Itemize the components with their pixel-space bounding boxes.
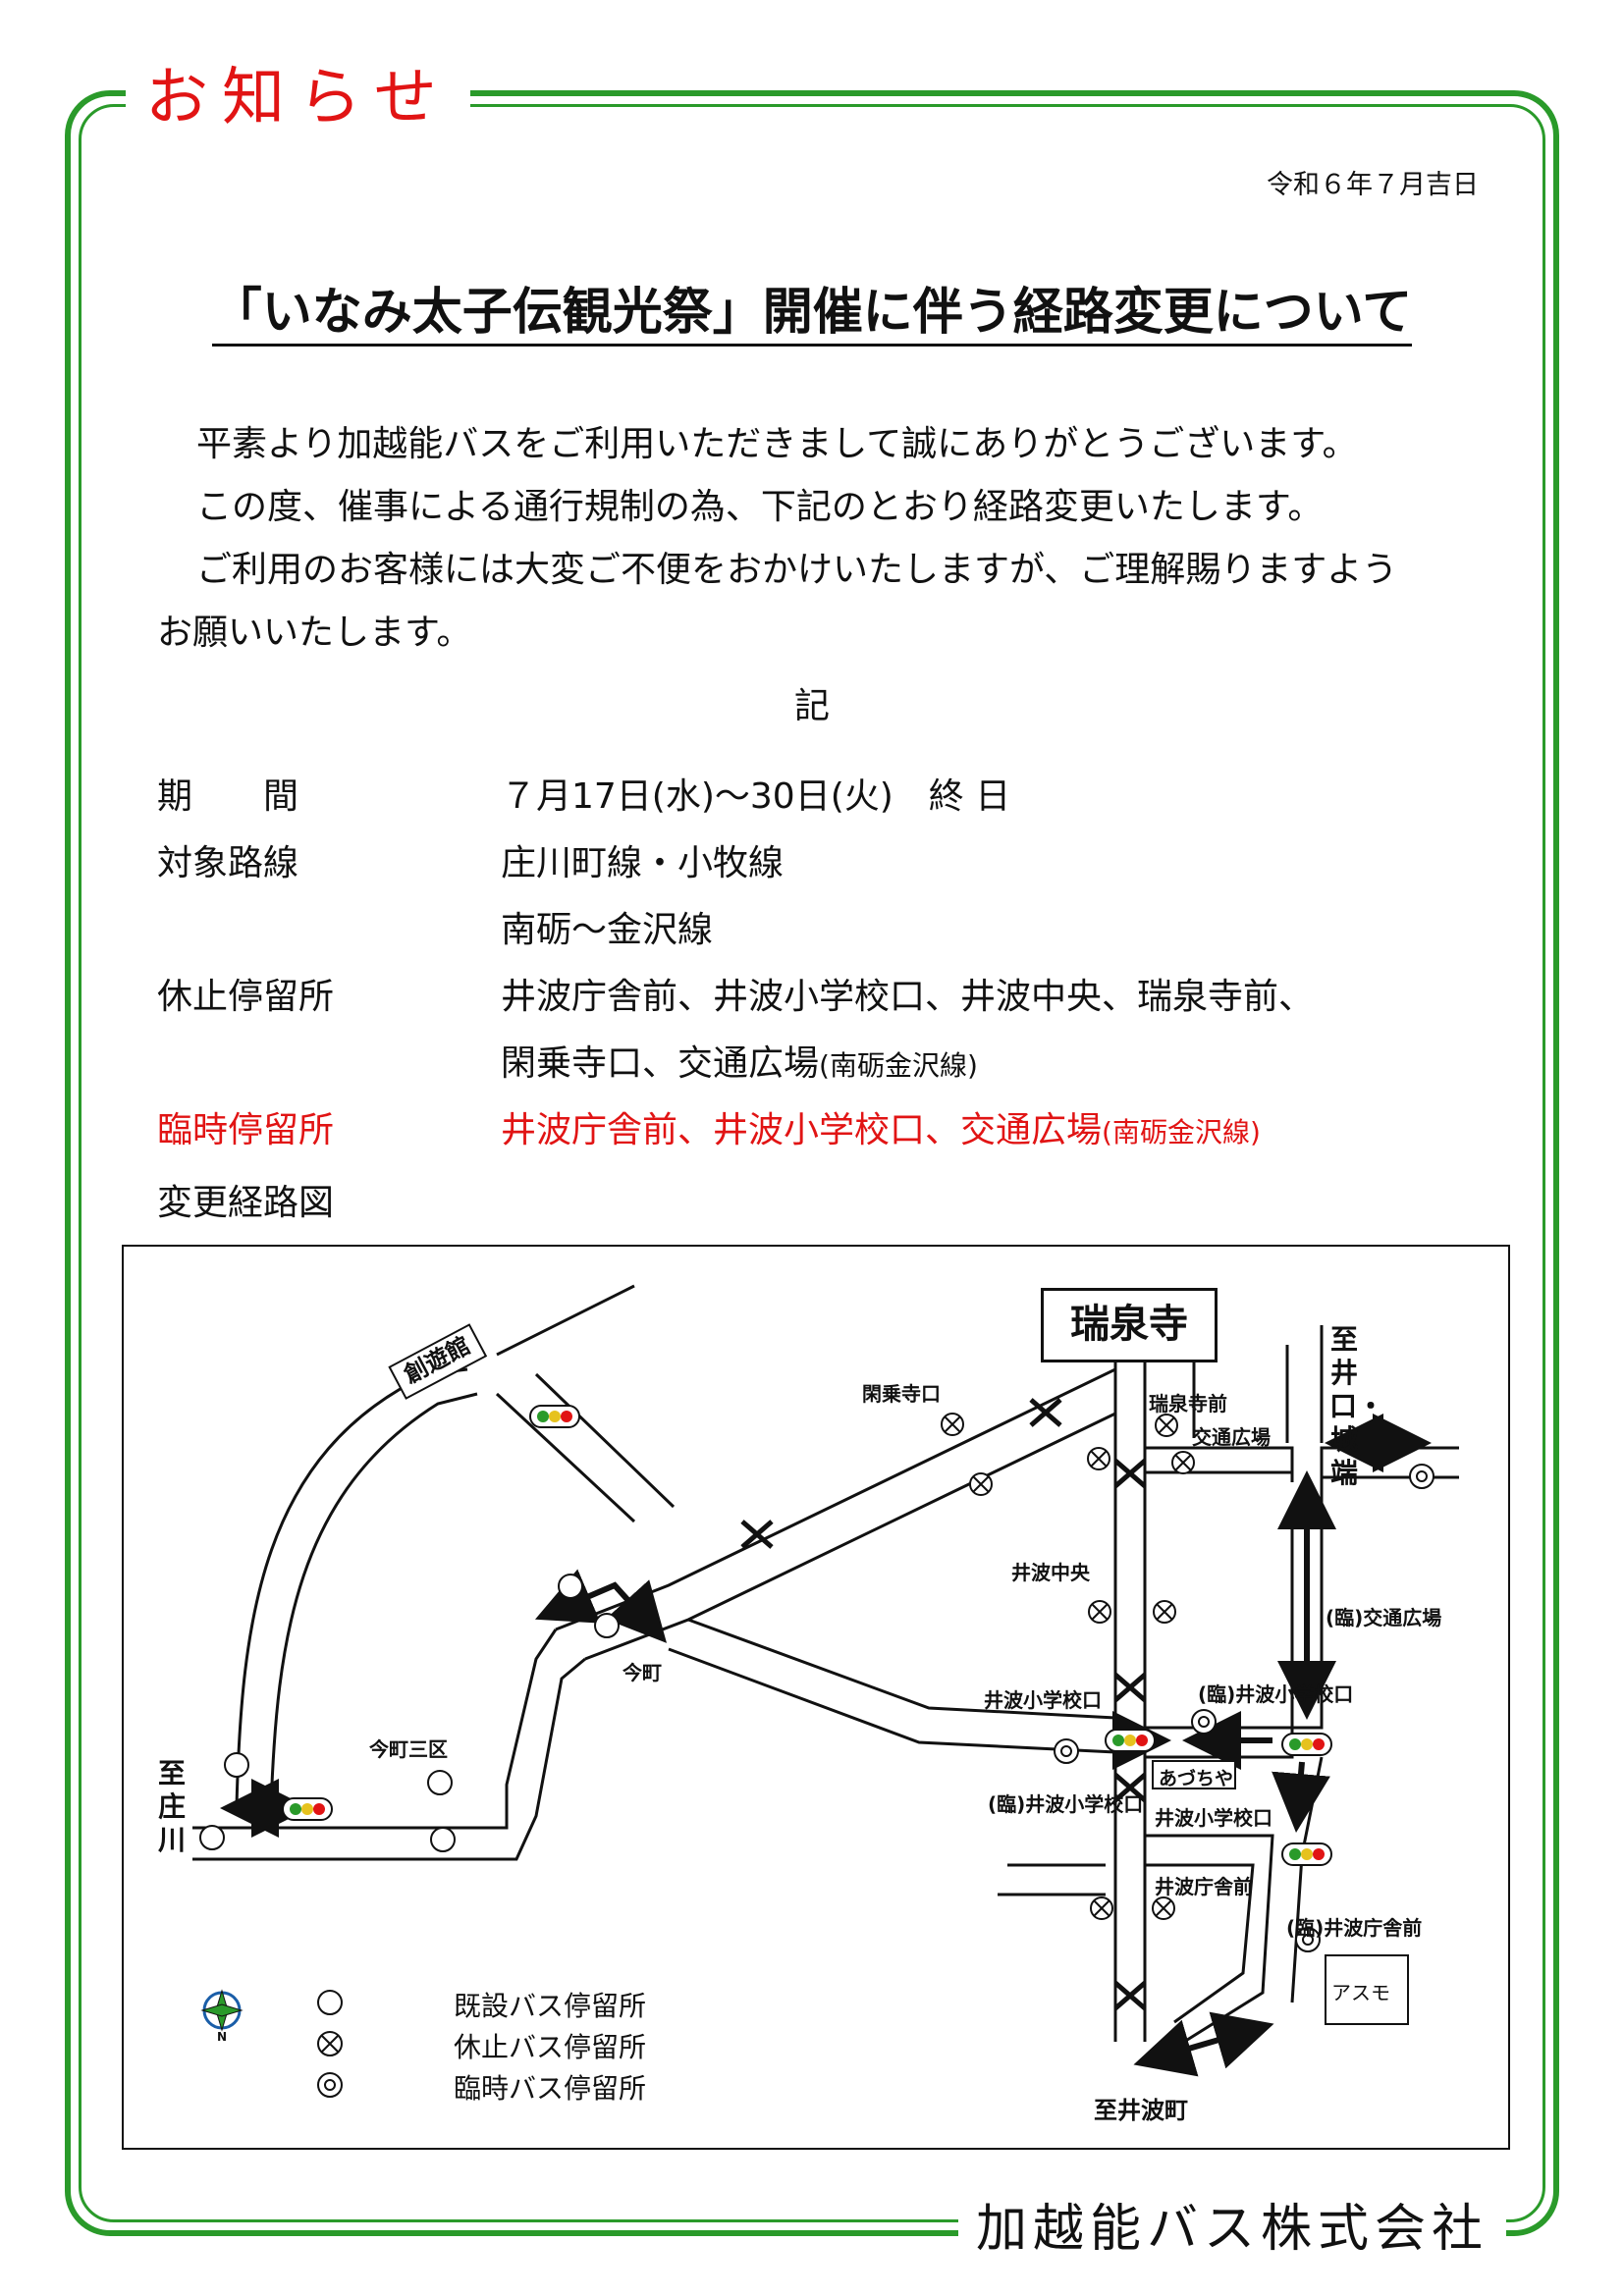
asumo-label: アスモ: [1331, 1981, 1390, 2004]
zuisenji-mae-label: 瑞泉寺前: [1149, 1392, 1227, 1415]
azuchiya-label: あづちや: [1159, 1768, 1234, 1789]
ki-mark: 記: [793, 686, 830, 726]
to-inami-label: 至井波町: [1094, 2097, 1188, 2124]
paragraph-2: この度、催事による通行規制の為、下記のとおり経路変更いたします。: [196, 487, 1324, 527]
issue-date: 令和６年７月吉日: [1267, 170, 1479, 200]
notice-title: 「いなみ太子伝観光祭」開催に伴う経路変更について: [0, 271, 1624, 347]
route-map-label: 変更経路図: [157, 1183, 335, 1223]
routes-label: 対象路線: [157, 843, 299, 883]
kanjoji-label: 閑乗寺口: [862, 1382, 941, 1406]
kotsu-hiroba-label: 交通広場: [1192, 1425, 1271, 1449]
paragraph-1: 平素より加越能バスをご利用いただきまして誠にありがとうございます。: [196, 424, 1358, 464]
rinji-chosha-mae-label: (臨)井波庁舎前: [1286, 1916, 1423, 1940]
closed-stops-value-2-text: 閑乗寺口、交通広場: [501, 1043, 820, 1084]
temp-stops-value: 井波庁舎前、井波小学校口、交通広場(南砺金沢線): [501, 1101, 1261, 1152]
shogakko-guchi-2-label: 井波小学校口: [1155, 1806, 1272, 1830]
existing-stops: [199, 1574, 620, 1852]
temp-stops-value-text: 井波庁舎前、井波小学校口、交通広場: [501, 1110, 1103, 1150]
compass-n-label: N: [217, 2030, 228, 2044]
legend-existing-label: 既設バス停留所: [454, 1990, 647, 2022]
route-map-drawing: [192, 1284, 1459, 2098]
imamachi-label: 今町: [623, 1661, 662, 1684]
legend-symbols: [317, 1990, 343, 2098]
asumo-building: [1325, 1954, 1409, 2025]
chosha-mae-label: 井波庁舎前: [1155, 1875, 1253, 1898]
paragraph-3b: お願いいたします。: [157, 613, 472, 653]
period-value: ７月17日(水)～30日(火) 終 日: [501, 776, 1011, 817]
period-label: 期 間: [157, 776, 299, 817]
compass-icon: [200, 1989, 244, 2032]
route-map: 瑞泉寺 創遊館 閑乗寺口 瑞泉寺前 交通広場 至井口・城端 井波中央 (臨)交通…: [122, 1245, 1510, 2150]
routes-value-1: 庄川町線・小牧線: [501, 843, 785, 883]
rinji-shogakko-left-label: (臨)井波小学校口: [988, 1792, 1144, 1816]
legend-temp-label: 臨時バス停留所: [454, 2072, 647, 2105]
inami-chuo-label: 井波中央: [1011, 1561, 1090, 1584]
closed-stops-note: (南砺金沢線): [819, 1049, 978, 1082]
rinji-shogakko-right-label: (臨)井波小学校口: [1198, 1682, 1354, 1706]
company-name: 加越能バス株式会社: [957, 2195, 1506, 2264]
to-inokuchi-johana-label: 至井口・城端: [1329, 1323, 1385, 1489]
closed-stops: [941, 1413, 1195, 1920]
temp-stops: [1054, 1464, 1435, 1952]
temp-stops-note: (南砺金沢線): [1102, 1116, 1261, 1148]
to-shogawa-label: 至庄川: [157, 1757, 186, 1856]
legend-closed-label: 休止バス停留所: [454, 2031, 647, 2063]
routes-value-2: 南砺～金沢線: [501, 910, 714, 950]
closed-stops-value-2: 閑乗寺口、交通広場(南砺金沢線): [501, 1035, 978, 1086]
inner-frame: [79, 104, 1545, 2222]
temp-stops-label: 臨時停留所: [157, 1110, 335, 1150]
notice-title-text: 「いなみ太子伝観光祭」開催に伴う経路変更について: [211, 284, 1413, 347]
notice-heading: お知らせ: [126, 59, 470, 137]
zuisenji-label: 瑞泉寺: [1041, 1288, 1218, 1362]
paragraph-3a: ご利用のお客様には大変ご不便をおかけいたしますが、ご理解賜りますよう: [196, 550, 1398, 590]
outer-frame: [65, 90, 1559, 2236]
sogenkan-sign: [388, 1323, 488, 1400]
traffic-signals: [282, 1405, 1332, 1866]
azuchiya-box: [1152, 1760, 1236, 1789]
road-lines: [192, 1284, 1459, 2044]
rinji-kotsu-hiroba-label: (臨)交通広場: [1326, 1606, 1442, 1629]
closed-stops-value-1: 井波庁舎前、井波小学校口、井波中央、瑞泉寺前、: [501, 977, 1315, 1017]
closed-stops-label: 休止停留所: [157, 977, 335, 1017]
imamachi-sanku-label: 今町三区: [369, 1737, 448, 1761]
closure-marks: [740, 1398, 1147, 2010]
shogakko-guchi-label: 井波小学校口: [984, 1688, 1102, 1712]
